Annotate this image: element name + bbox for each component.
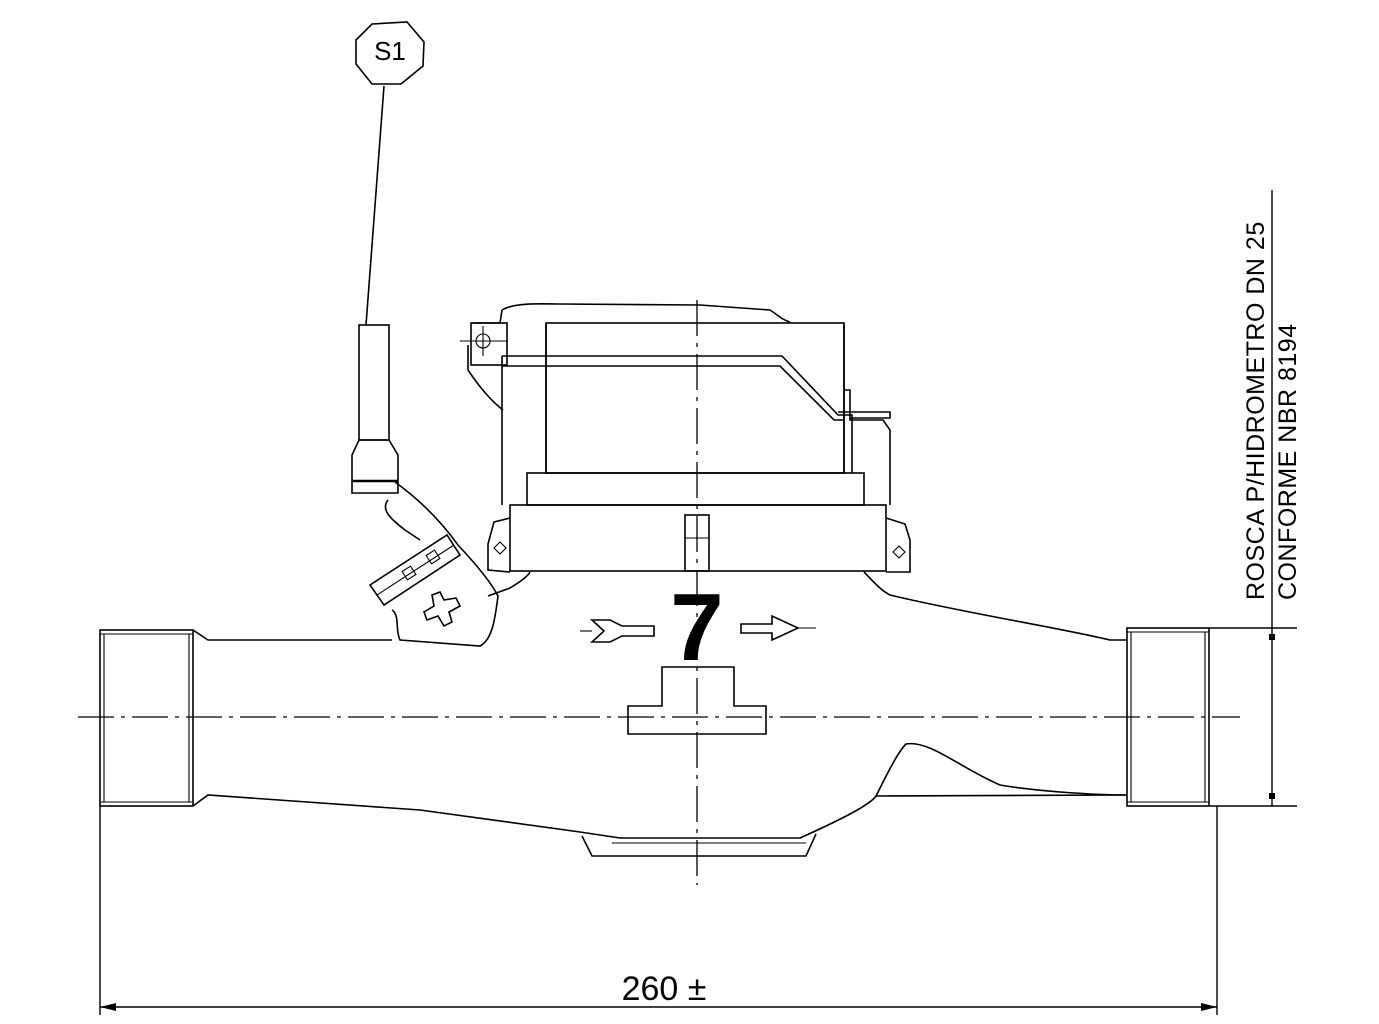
note-line-1: ROSCA P/HIDROMETRO DN 25 (1242, 221, 1270, 600)
meter-body (99, 571, 1210, 857)
thread-note: ROSCA P/HIDROMETRO DN 25 CONFORME NBR 81… (1242, 221, 1302, 600)
height-dimension (1209, 190, 1297, 807)
length-dimension: 260 ± (99, 806, 1218, 1015)
flow-arrow-left-icon (580, 619, 655, 643)
item-balloon: S1 (355, 21, 425, 326)
length-dimension-text: 260 ± (622, 970, 707, 1008)
note-line-2: CONFORME NBR 8194 (1274, 323, 1302, 600)
balloon-label: S1 (374, 36, 406, 66)
part-number-label: 7 (670, 574, 723, 681)
meter-register (460, 302, 911, 573)
flow-arrow-right-icon (740, 614, 816, 642)
leader-line (365, 85, 385, 326)
sensor-probe (351, 324, 499, 647)
